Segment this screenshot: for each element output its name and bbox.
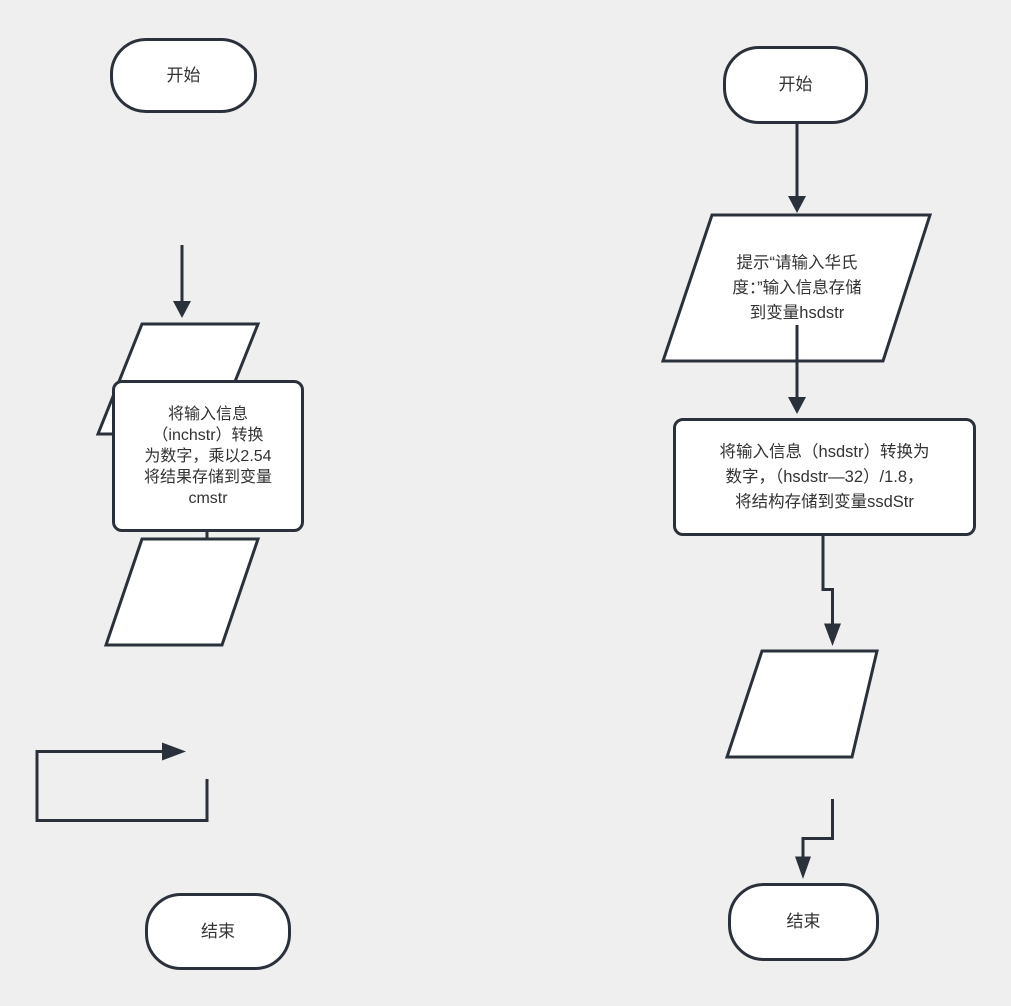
right-process-line-2: 数字，（hsdstr—32）/1.8， bbox=[725, 467, 924, 486]
left-output-parallelogram[interactable] bbox=[103, 537, 261, 647]
left-start-terminal[interactable]: 开始 bbox=[110, 38, 257, 113]
right-start-label: 开始 bbox=[778, 75, 813, 94]
left-process-line-3: 为数字，乘以2.54 bbox=[144, 447, 272, 465]
right-input-parallelogram[interactable] bbox=[660, 213, 933, 363]
right-process-box[interactable]: 将输入信息（hsdstr）转换为 数字，（hsdstr—32）/1.8， 将结构… bbox=[673, 418, 976, 536]
left-process-line-5: cmstr bbox=[188, 489, 228, 507]
left-process-line-2: （inchstr）转换 bbox=[152, 426, 264, 444]
right-input-line-1: 提示“请输入华氏 bbox=[736, 253, 858, 272]
left-end-label: 结束 bbox=[201, 921, 235, 941]
right-end-label: 结束 bbox=[786, 912, 821, 931]
right-output-parallelogram[interactable] bbox=[724, 649, 879, 759]
left-process-line-1: 将输入信息 bbox=[167, 405, 248, 423]
right-process-line-1: 将输入信息（hsdstr）转换为 bbox=[719, 442, 930, 461]
left-start-label: 开始 bbox=[166, 65, 201, 85]
right-input-line-3: 到变量hsdstr bbox=[749, 303, 845, 322]
right-start-terminal[interactable]: 开始 bbox=[723, 46, 868, 124]
left-end-terminal[interactable]: 结束 bbox=[145, 893, 291, 970]
left-process-box[interactable]: 将输入信息 （inchstr）转换 为数字，乘以2.54 将结果存储到变量 cm… bbox=[112, 380, 304, 532]
right-process-line-3: 将结构存储到变量ssdStr bbox=[735, 492, 914, 511]
left-process-line-4: 将结果存储到变量 bbox=[143, 468, 272, 486]
right-end-terminal[interactable]: 结束 bbox=[728, 883, 879, 961]
right-input-line-2: 度：”输入信息存储 bbox=[732, 278, 862, 297]
right-input-label: 提示“请输入华氏 度：”输入信息存储 到变量hsdstr bbox=[663, 215, 931, 361]
